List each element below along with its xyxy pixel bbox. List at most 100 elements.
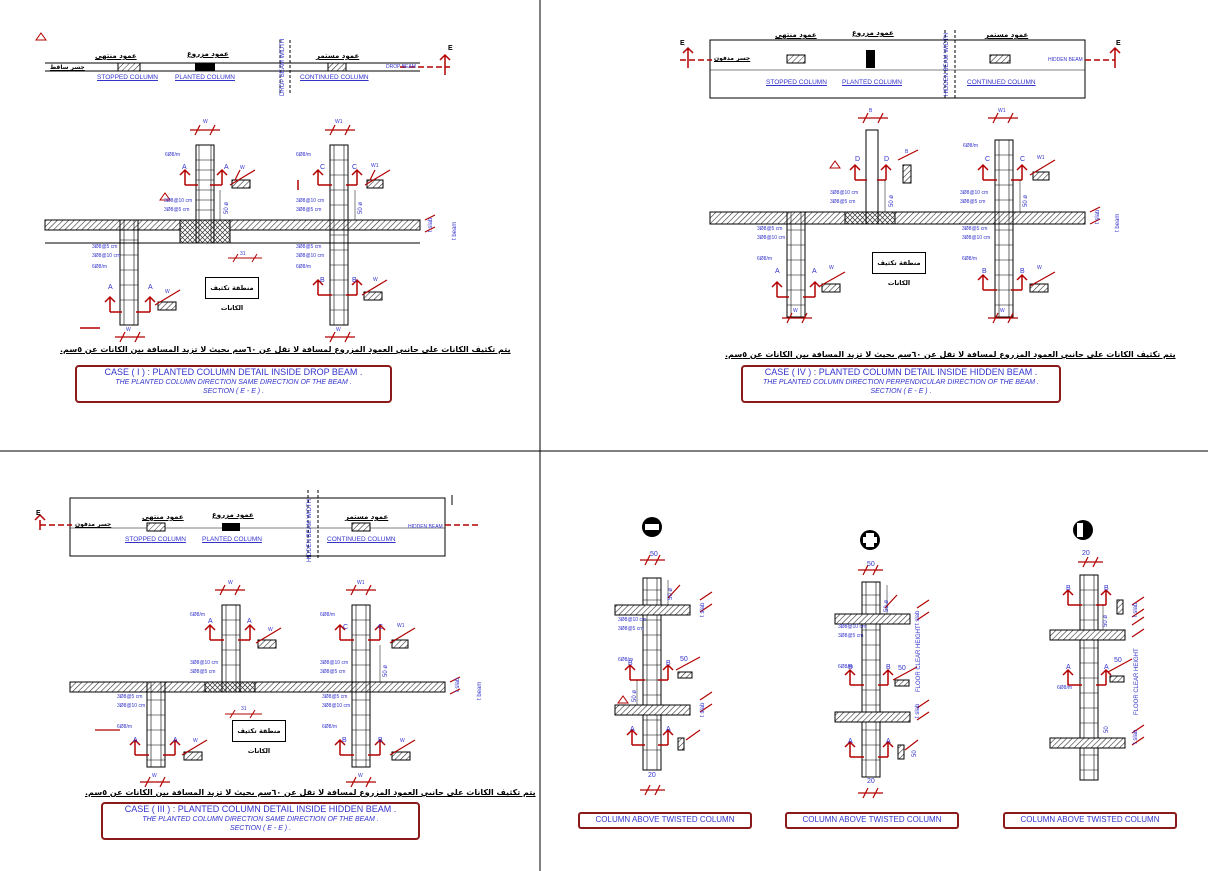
stirrup-5: 3Ø8@5 cm <box>322 694 348 700</box>
dim-w1: W1 <box>998 108 1006 114</box>
t-beam-label: t beam <box>477 681 483 700</box>
note-case-4: يتم تكثيف الكانات على جانبي العمود المزر… <box>725 350 1176 359</box>
stirrup-5: 3Ø8@5 cm <box>830 199 856 205</box>
section-mark-e: E <box>680 40 685 47</box>
note-case-1: يتم تكثيف الكانات على جانبي العمود المزر… <box>60 345 511 354</box>
dim-w1: W1 <box>335 119 343 125</box>
case-4-title-box: CASE ( IV ) : PLANTED COLUMN DETAIL INSI… <box>741 365 1061 403</box>
section-mark-c: C <box>320 164 326 171</box>
stirrup-spec: 6Ø8/m <box>962 256 978 262</box>
dim-50: 50 ø <box>358 201 364 214</box>
section-mark-c: C <box>1020 156 1026 163</box>
dim-50: 50 <box>898 665 906 672</box>
case-3-title-box: CASE ( III ) : PLANTED COLUMN DETAIL INS… <box>101 802 420 840</box>
section-mark-a: A <box>1104 664 1109 671</box>
dim-w: W <box>1037 265 1042 271</box>
t-slab-label: t slab <box>915 703 921 718</box>
stirrup-10: 3Ø8@10 cm <box>838 624 867 630</box>
legend-stopped-ar: عمود منتهى <box>142 513 184 521</box>
case-1-title-box: CASE ( I ) : PLANTED COLUMN DETAIL INSID… <box>75 365 392 403</box>
section-mark-c: C <box>378 624 384 631</box>
stirrup-spec: 6Ø8/m <box>1057 685 1073 691</box>
t-slab-label: t slab <box>1133 729 1139 744</box>
stirrup-10: 3Ø8@10 cm <box>960 190 989 196</box>
dim-50: 50 <box>1104 726 1110 733</box>
case-4-section: SECTION ( E - E ) . <box>870 388 932 395</box>
dim-w: W <box>193 738 198 744</box>
dim-50: 50 ø <box>884 599 890 612</box>
stirrup-10: 3Ø8@10 cm <box>757 235 786 241</box>
t-slab-label: t slab <box>455 677 461 692</box>
section-mark-b: B <box>848 664 853 671</box>
stirrup-spec: 6Ø8/m <box>838 664 854 670</box>
dim-w1: W1 <box>371 163 379 169</box>
dim-50: 50 ø <box>224 201 230 214</box>
stirrup-5: 3Ø8@5 cm <box>117 694 143 700</box>
stirrup-5: 3Ø8@5 cm <box>960 199 986 205</box>
stirrup-spec: 6Ø8/m <box>190 612 206 618</box>
dim-w: W <box>152 773 157 779</box>
dim-w: W <box>1000 308 1005 314</box>
stirrup-spec: 6Ø8/m <box>618 657 634 663</box>
section-mark-b: B <box>1020 268 1025 275</box>
dim-50: 50 <box>912 750 918 757</box>
dim-31: 31 <box>241 706 247 712</box>
section-mark-b: B <box>1104 585 1109 592</box>
legend-continued-en: CONTINUED COLUMN <box>327 536 396 543</box>
section-mark-b: B <box>982 268 987 275</box>
dim-w1: W1 <box>397 623 405 629</box>
t-beam-label: t beam <box>1115 213 1121 232</box>
section-mark-c: C <box>352 164 358 171</box>
dim-w: W <box>268 627 273 633</box>
case-4-subtitle: THE PLANTED COLUMN DIRECTION PERPENDICUL… <box>762 379 1039 386</box>
stirrup-10: 3Ø8@10 cm <box>164 198 193 204</box>
legend-drop-beam-width: DROP BEAM WIDTH <box>280 38 286 96</box>
twisted-label-3: COLUMN ABOVE TWISTED COLUMN <box>1003 812 1177 829</box>
dim-w: W <box>126 327 131 333</box>
section-mark-e: E <box>448 45 453 52</box>
twisted-label-2: COLUMN ABOVE TWISTED COLUMN <box>785 812 959 829</box>
section-mark-b: B <box>886 664 891 671</box>
section-mark-a: A <box>108 284 113 291</box>
section-mark-e: E <box>36 510 41 517</box>
case-3-title: CASE ( III ) : PLANTED COLUMN DETAIL INS… <box>124 804 397 814</box>
dim-w: W <box>400 738 405 744</box>
section-mark-a: A <box>1066 664 1071 671</box>
section-mark-d: D <box>855 156 861 163</box>
legend-continued-en: CONTINUED COLUMN <box>967 79 1036 86</box>
dim-w: W <box>358 773 363 779</box>
stirrup-5: 3Ø8@5 cm <box>296 207 322 213</box>
dim-w1: W1 <box>357 580 365 586</box>
stirrup-10: 3Ø8@10 cm <box>322 703 351 709</box>
legend-hidden-beam: HIDDEN BEAM <box>1048 57 1083 63</box>
dim-b: B <box>905 149 909 155</box>
case-3-subtitle: THE PLANTED COLUMN DIRECTION SAME DIRECT… <box>142 816 379 823</box>
dim-50: 50 ø <box>383 664 389 677</box>
legend-continued-en: CONTINUED COLUMN <box>300 74 369 81</box>
dim-w: W <box>203 119 208 125</box>
section-mark-e: E <box>1116 40 1121 47</box>
section-mark-a: A <box>630 726 635 733</box>
stirrup-5: 3Ø8@5 cm <box>618 626 644 632</box>
note-case-3: يتم تكثيف الكانات على جانبي العمود المزر… <box>85 788 536 797</box>
legend-continued-ar: عمود مستمر <box>316 52 360 60</box>
legend-stopped-en: STOPPED COLUMN <box>766 79 827 86</box>
stirrup-10: 3Ø8@10 cm <box>618 617 647 623</box>
stirrup-spec: 6Ø8/m <box>963 143 979 149</box>
dim-50: 50 ø <box>1103 614 1109 627</box>
legend-stopped-en: STOPPED COLUMN <box>97 74 158 81</box>
legend-continued-ar: عمود مستمر <box>985 31 1029 39</box>
legend-planted-en: PLANTED COLUMN <box>202 536 262 543</box>
case-1-subtitle: THE PLANTED COLUMN DIRECTION SAME DIRECT… <box>115 379 352 386</box>
section-mark-b: B <box>320 277 325 284</box>
dim-50: 50 <box>680 656 688 663</box>
legend-planted-ar: عمود مزروع <box>187 50 229 58</box>
stirrup-spec: 6Ø8/m <box>757 256 773 262</box>
dim-w: W <box>228 580 233 586</box>
legend-drop-beam: DROP BEAM <box>386 64 416 70</box>
floor-clear-height: FLOOR CLEAR HEIGHT <box>916 625 922 692</box>
case-4-title: CASE ( IV ) : PLANTED COLUMN DETAIL INSI… <box>764 367 1038 377</box>
dim-50: 50 ø <box>632 689 638 702</box>
